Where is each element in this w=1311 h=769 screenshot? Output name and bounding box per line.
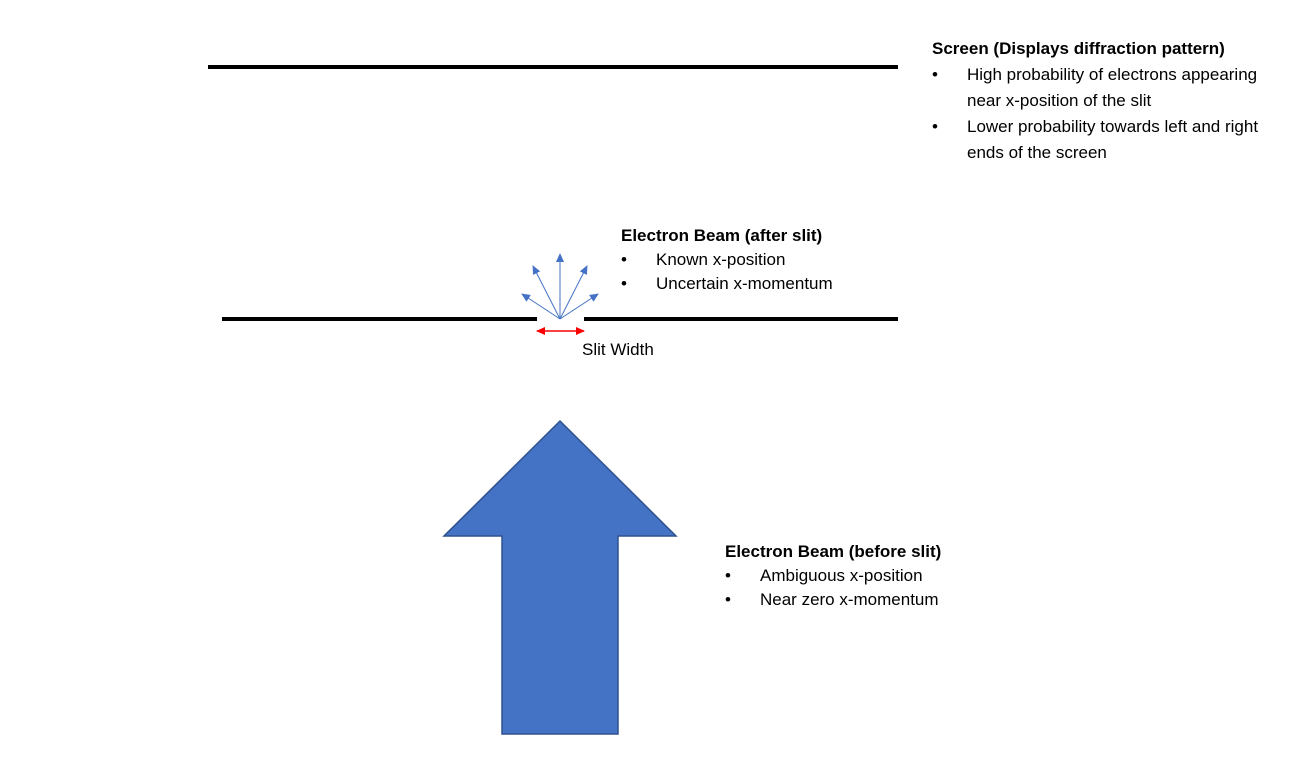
bullet-icon: • [932,65,938,84]
bullet-icon: • [932,117,938,136]
scatter-arrow-left [532,265,561,320]
screen-annotation: Screen (Displays diffraction pattern) • … [932,36,1272,166]
bullet-icon: • [725,590,731,609]
list-item-text: Lower probability towards left and right… [967,117,1259,162]
slit-width-label: Slit Width [582,340,654,359]
before-slit-annotation-title: Electron Beam (before slit) [725,542,942,561]
list-item-text: Known x-position [656,250,786,269]
after-slit-annotation-title: Electron Beam (after slit) [621,226,823,245]
list-item-text: Near zero x-momentum [760,590,939,609]
scattered-electron-arrows [521,253,599,320]
list-item-text: Uncertain x-momentum [656,274,833,293]
list-item: • Ambiguous x-position [725,564,1025,588]
bullet-icon: • [621,250,627,269]
screen-annotation-list: • High probability of electrons appearin… [932,62,1272,166]
list-item: • Uncertain x-momentum [621,272,921,296]
list-item: • High probability of electrons appearin… [932,62,1272,114]
scatter-arrow-far-right [559,293,599,320]
after-slit-annotation-list: • Known x-position • Uncertain x-momentu… [621,248,921,296]
list-item: • Lower probability towards left and rig… [932,114,1272,166]
after-slit-annotation: Electron Beam (after slit) • Known x-pos… [621,224,921,296]
bullet-icon: • [621,274,627,293]
scatter-arrow-far-left [521,293,561,320]
screen-annotation-title: Screen (Displays diffraction pattern) [932,39,1225,58]
before-slit-annotation-list: • Ambiguous x-position • Near zero x-mom… [725,564,1025,612]
bullet-icon: • [725,566,731,585]
incoming-electron-beam-arrow [442,419,678,735]
list-item: • Known x-position [621,248,921,272]
before-slit-annotation: Electron Beam (before slit) • Ambiguous … [725,540,1025,612]
list-item: • Near zero x-momentum [725,588,1025,612]
scatter-arrow-right [559,265,588,320]
list-item-text: Ambiguous x-position [760,566,923,585]
list-item-text: High probability of electrons appearing … [967,65,1258,110]
